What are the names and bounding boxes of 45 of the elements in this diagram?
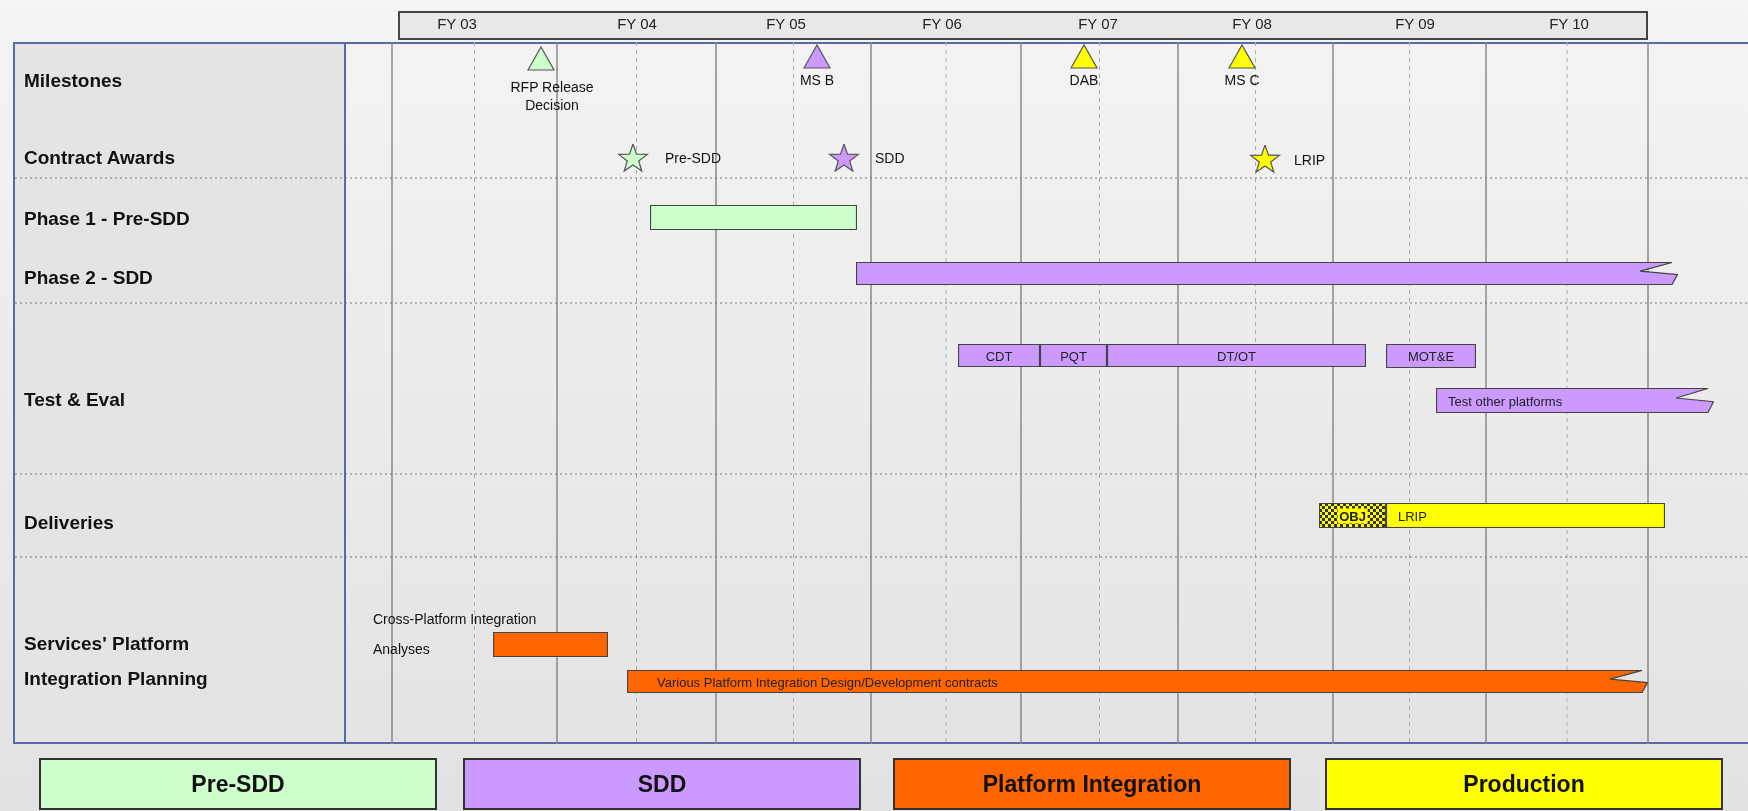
bar-label: MOT&E (1407, 348, 1455, 364)
year-label: FY 10 (1549, 15, 1589, 32)
task-bar (493, 632, 608, 657)
bar-label: PQT (1060, 348, 1087, 363)
task-bar (1386, 503, 1665, 528)
row-label: Milestones (24, 70, 123, 92)
row-label: Phase 2 - SDD (24, 267, 153, 289)
year-label: FY 08 (1232, 15, 1272, 32)
task-bar (1319, 503, 1386, 528)
task-bar (1040, 344, 1107, 367)
legend-label: SDD (637, 770, 687, 798)
award-label: Pre-SDD (665, 150, 721, 166)
row-label: Test & Eval (24, 389, 126, 411)
award-label: SDD (875, 150, 905, 166)
task-bar (958, 344, 1040, 367)
year-label: FY 03 (437, 15, 477, 32)
task-bar (856, 262, 1678, 285)
milestone-label: MS C (1224, 72, 1260, 88)
legend-label: Pre-SDD (191, 770, 285, 798)
year-label: FY 09 (1395, 15, 1435, 32)
milestone-label: DAB (1069, 72, 1099, 88)
year-label: FY 04 (617, 15, 657, 32)
task-bar (650, 205, 857, 230)
bar-label: OBJ (1337, 508, 1368, 523)
row-label: Deliveries (24, 512, 114, 534)
bar-label: CDT (985, 348, 1013, 363)
award-label: LRIP (1294, 152, 1326, 168)
year-label: FY 07 (1078, 15, 1118, 32)
bar-label: LRIP (1398, 508, 1427, 523)
row-label: Services' Platform Integration Planning (24, 632, 209, 691)
row-label: Contract Awards (24, 147, 175, 169)
bar-caption: Cross-Platform Integration Analyses (373, 610, 538, 659)
milestone-label: MS B (799, 72, 835, 88)
row-label: Phase 1 - Pre-SDD (24, 208, 190, 230)
legend-label: Production (1463, 770, 1585, 798)
legend-label: Platform Integration (982, 770, 1202, 798)
bar-label: Various Platform Integration Design/Development contracts (657, 674, 998, 689)
year-label: FY 06 (922, 15, 962, 32)
bar-label: Test other platforms (1448, 393, 1563, 408)
task-bar (1436, 388, 1714, 413)
bar-label: DT/OT (1217, 348, 1256, 363)
milestone-label: RFP Release Decision (509, 78, 595, 114)
task-bar (1386, 344, 1476, 368)
task-bar (627, 670, 1648, 693)
year-label: FY 05 (766, 15, 806, 32)
